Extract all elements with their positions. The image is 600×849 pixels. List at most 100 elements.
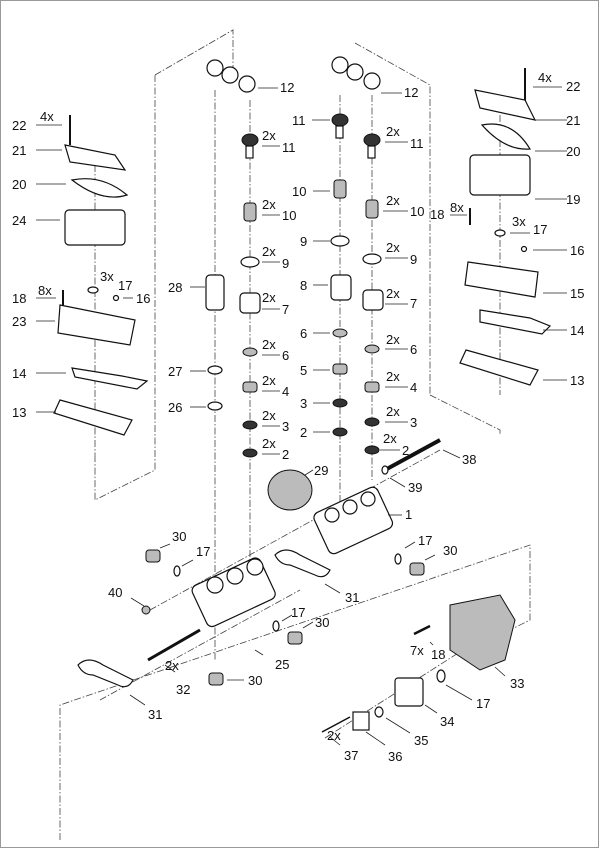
callout-number-18: 18 — [431, 647, 445, 662]
washer-6-c — [364, 344, 380, 354]
callout-number-26: 26 — [168, 400, 182, 415]
boundary-bottom — [59, 544, 531, 840]
callout-quantity: 2x — [327, 728, 341, 743]
clip-31-a — [274, 549, 331, 578]
manifold-1 — [313, 486, 394, 555]
callout-quantity: 2x — [262, 436, 276, 451]
callout-number-12: 12 — [404, 85, 418, 100]
flange-36 — [352, 711, 370, 731]
callout-quantity: 2x — [386, 193, 400, 208]
plate-13-left — [53, 399, 133, 436]
clip-31-b — [77, 659, 134, 688]
plug-30-c — [287, 631, 303, 645]
guide-28 — [205, 274, 225, 311]
callout-number-2: 2 — [402, 443, 409, 458]
gasket-20-right — [480, 123, 532, 150]
callout-number-10: 10 — [410, 204, 424, 219]
callout-number-1: 1 — [405, 507, 412, 522]
callout-number-21: 21 — [566, 113, 580, 128]
callout-number-3: 3 — [410, 415, 417, 430]
callout-quantity: 2x — [386, 240, 400, 255]
plug-16-right — [520, 245, 528, 253]
callout-quantity: 2x — [386, 332, 400, 347]
callout-number-9: 9 — [282, 256, 289, 271]
plate-13-right — [459, 349, 539, 386]
callout-number-9: 9 — [410, 252, 417, 267]
oring-9-c — [362, 253, 382, 265]
oring-35 — [374, 706, 384, 718]
callout-quantity: 2x — [262, 197, 276, 212]
valve-plate-15 — [464, 261, 539, 298]
callout-number-20: 20 — [566, 144, 580, 159]
oring-17-a — [173, 565, 181, 577]
callout-number-13: 13 — [570, 373, 584, 388]
plug-30-a — [145, 549, 161, 563]
callout-number-11: 11 — [292, 113, 306, 128]
callout-number-21: 21 — [12, 143, 26, 158]
callout-number-31: 31 — [345, 590, 359, 605]
plug-30-b — [409, 562, 425, 576]
callout-quantity: 3x — [100, 269, 114, 284]
seal-4-a — [242, 381, 258, 393]
callout-number-30: 30 — [315, 615, 329, 630]
plug-30-d — [208, 672, 224, 686]
callout-number-24: 24 — [12, 213, 26, 228]
callout-number-10: 10 — [282, 208, 296, 223]
callout-number-11: 11 — [282, 140, 296, 155]
washer-6-b — [332, 328, 348, 338]
nut-40 — [141, 605, 151, 615]
screw-18-7x — [413, 624, 431, 636]
boundary-left-top — [154, 29, 234, 76]
ring-2-b — [332, 427, 348, 437]
callout-number-17: 17 — [196, 544, 210, 559]
callout-number-29: 29 — [314, 463, 328, 478]
callout-number-13: 13 — [12, 405, 26, 420]
callout-number-3: 3 — [300, 396, 307, 411]
callout-number-31: 31 — [148, 707, 162, 722]
callout-number-17: 17 — [291, 605, 305, 620]
washer-6-a — [242, 347, 258, 357]
oring-26 — [207, 401, 223, 411]
callout-number-4: 4 — [282, 384, 289, 399]
callout-number-30: 30 — [443, 543, 457, 558]
callout-quantity: 2x — [262, 337, 276, 352]
callout-number-33: 33 — [510, 676, 524, 691]
callout-number-32: 32 — [176, 682, 190, 697]
boundary-right-bottom — [429, 394, 501, 435]
callout-number-15: 15 — [570, 286, 584, 301]
callout-quantity: 2x — [262, 290, 276, 305]
boundary-left-main — [94, 75, 156, 501]
oring-17-b — [394, 553, 402, 565]
callout-number-6: 6 — [282, 348, 289, 363]
callout-quantity: 2x — [165, 658, 179, 673]
housing-33 — [449, 594, 516, 671]
callout-quantity: 3x — [512, 214, 526, 229]
callout-number-14: 14 — [12, 366, 26, 381]
oring-17-right — [494, 229, 506, 237]
callout-quantity: 2x — [383, 431, 397, 446]
leader-lines — [36, 86, 567, 746]
oring-27 — [207, 365, 223, 375]
callout-number-2: 2 — [282, 447, 289, 462]
ring-3-b — [332, 398, 348, 408]
callout-number-38: 38 — [462, 452, 476, 467]
callout-number-20: 20 — [12, 177, 26, 192]
callout-number-30: 30 — [248, 673, 262, 688]
callout-number-17: 17 — [418, 533, 432, 548]
bolt-38 — [384, 438, 441, 472]
manifold-25 — [191, 557, 276, 628]
callout-number-22: 22 — [566, 79, 580, 94]
callout-quantity: 2x — [262, 373, 276, 388]
plug-16-left — [112, 294, 120, 302]
ring-3-c — [364, 417, 380, 427]
callout-number-18: 18 — [430, 207, 444, 222]
valve-plate-23 — [57, 304, 136, 346]
callout-quantity: 2x — [386, 369, 400, 384]
valve-11-b — [331, 113, 349, 139]
callout-number-27: 27 — [168, 364, 182, 379]
parts — [53, 56, 552, 733]
callout-quantity: 2x — [262, 128, 276, 143]
